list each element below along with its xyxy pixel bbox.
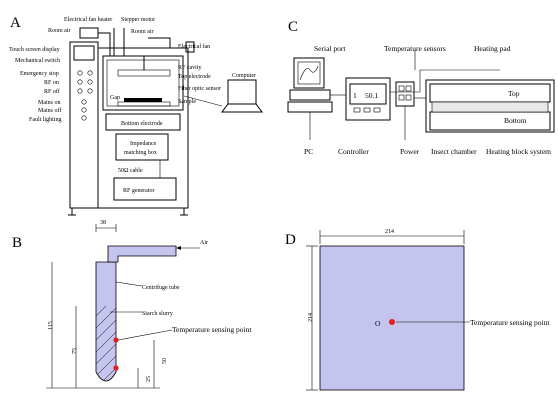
control-panel [69,41,99,209]
mains-on-knob [81,99,87,105]
emergency-stop-knob [77,70,83,76]
panel-d-letter: D [285,232,296,248]
label-origin: O [375,319,381,328]
fault-lighting-knob [81,115,87,121]
label-rf-off: RF off [44,88,60,95]
label-power: Power [400,147,420,156]
label-room-air-right: Room air [131,29,154,35]
cabinet-frame [97,47,189,209]
label-computer: Computer [232,73,256,79]
label-insect-chamber: Insect chamber [431,147,477,156]
label-starch-slurry: Starch slurry [142,311,173,317]
pc-keyboard [287,101,333,113]
mains-off-knob [81,107,87,113]
air-pipe [107,245,177,263]
label-rf-cavity: RF cavity [178,65,202,71]
computer-link [183,95,223,107]
dim-25-label: 25 [146,376,152,382]
heating-block [425,79,555,133]
panel-c-letter: C [288,19,298,35]
label-rf-generator: RF generator [123,188,155,194]
computer-keyboard [221,103,263,113]
label-impedance-1: Impedance [130,141,157,147]
label-fiber-optic: Fiber optic sensor [178,86,221,92]
pc-base [289,89,331,101]
dim-50-label: 50 [162,358,168,364]
dim-height-label: 214 [308,313,314,322]
label-mains-off: Mains off [38,107,61,114]
label-rf-on: RF on [44,80,59,86]
label-mech-switch: Mechanical switch [15,58,60,64]
label-touch-screen: Touch screen display [9,47,60,53]
label-serial-port: Serial port [314,44,346,53]
impedance-box [115,133,169,161]
label-fan-heater: Electrical fan heater [64,16,112,23]
bottom-plate [117,101,171,107]
starch-slurry-hatch [95,305,117,381]
label-stepper-motor: Stepper motor [121,17,155,23]
label-fault-lighting: Fault lighting [29,117,62,123]
panel-b: B 38 115 75 50 25 [12,220,252,389]
sensing-point-upper [113,337,119,343]
panel-d: D O Temperature sensing point 214 214 [285,229,550,391]
computer-monitor [227,79,257,105]
label-electrical-fan: Electrical fan [178,43,210,50]
label-centrifuge-tube: Centrifuge tube [142,284,180,291]
label-heating-pad: Heating pad [474,44,511,53]
top-plate [429,83,551,103]
label-room-air-left: Room air [48,28,71,34]
label-d-temp-point: Temperature sensing point [470,318,550,327]
label-bottom: Bottom [504,116,527,125]
controller-display [349,83,387,105]
rf-cavity-box [102,55,184,111]
dim-38-label: 38 [100,220,106,226]
bottom-plate-c [429,111,551,131]
label-top-electrode: Top electrode [178,74,211,80]
touch-screen [73,45,95,61]
label-b-temp-point: Temperature sensing point [172,325,252,334]
label-gap: Gap [110,95,120,101]
dim-115-label: 115 [48,321,54,330]
dim-75-label: 75 [72,348,78,354]
label-bottom-electrode: Bottom electrode [121,121,163,127]
dim-width-label: 214 [385,229,394,235]
label-air: Air [200,240,208,246]
electrical-fan-box [185,41,195,53]
panel-a-letter: A [10,15,21,31]
label-emergency-stop: Emergency stop [20,71,59,77]
label-sample: Sample [178,99,196,105]
controller-box [345,77,391,121]
label-heating-block: Heating block system [486,147,551,156]
square-sample [319,245,465,391]
display-value-2: 50.1 [365,91,378,100]
panel-b-letter: B [12,235,22,251]
label-impedance-2: matching box [124,150,157,156]
power-box [395,81,415,107]
label-controller: Controller [338,147,369,156]
rf-generator-box [113,177,177,201]
stepper-shaft [113,28,125,56]
bottom-electrode-box [105,113,181,131]
panel-a: A [9,15,263,216]
sensor-wire-1 [390,69,500,93]
d-sensing-point [389,319,395,325]
label-cable: 50Ω cable [118,168,143,174]
label-mains-on: Mains on [38,100,61,106]
display-value-1: 1 [353,91,357,100]
fan-heater-box [79,27,99,39]
sensing-point-lower [113,365,119,371]
insect-chamber-gap [431,101,549,113]
pc-monitor [293,57,325,89]
sample-block [124,98,162,102]
label-pc: PC [304,147,313,156]
label-top: Top [508,89,520,98]
top-electrode-plate [117,69,171,77]
label-temp-sensors: Temperature sensors [384,44,446,53]
panel-c: C 1 50.1 Top Bottom [287,19,555,156]
centrifuge-tube [95,261,117,382]
